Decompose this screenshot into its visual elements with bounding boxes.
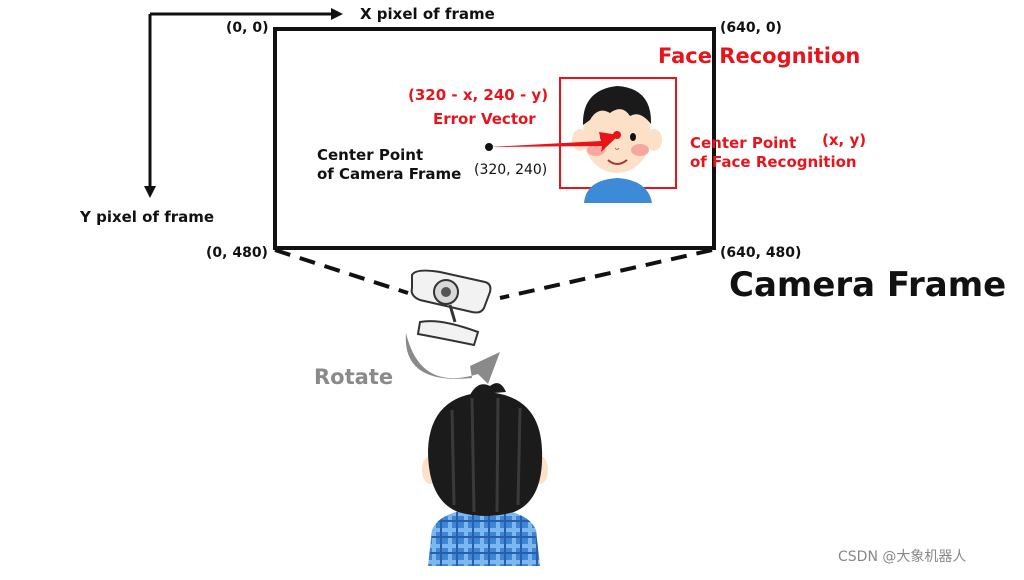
projection-lines — [274, 248, 713, 300]
face-recognition-title: Face Recognition — [658, 44, 860, 68]
corner-bottom-left: (0, 480) — [206, 245, 268, 261]
rotate-arrow-icon — [405, 333, 500, 384]
face-center-label-line1: Center Point — [690, 134, 796, 152]
camera-center-point — [485, 143, 493, 151]
camera-center-coords: (320, 240) — [474, 162, 547, 178]
corner-bottom-right: (640, 480) — [720, 245, 801, 261]
watermark: CSDN @大象机器人 — [838, 549, 966, 565]
face-center-label-line2: of Face Recognition — [690, 153, 857, 171]
corner-top-right: (640, 0) — [720, 20, 782, 36]
camera-center-label-line1: Center Point — [317, 146, 423, 164]
camera-frame-title: Camera Frame — [729, 265, 1006, 305]
error-formula: (320 - x, 240 - y) — [408, 86, 548, 104]
error-vector-arrow — [489, 132, 619, 152]
face-center-coords: (x, y) — [822, 131, 866, 149]
rotate-label: Rotate — [314, 365, 393, 389]
y-axis-label: Y pixel of frame — [79, 208, 214, 226]
error-vector-label: Error Vector — [433, 110, 536, 128]
person-illustration — [422, 383, 548, 566]
webcam-icon — [410, 269, 492, 347]
corner-top-left: (0, 0) — [226, 20, 268, 36]
camera-frame-rect — [273, 27, 716, 250]
face-center-point — [613, 131, 621, 139]
x-axis-label: X pixel of frame — [360, 5, 495, 23]
camera-center-label-line2: of Camera Frame — [317, 165, 461, 183]
